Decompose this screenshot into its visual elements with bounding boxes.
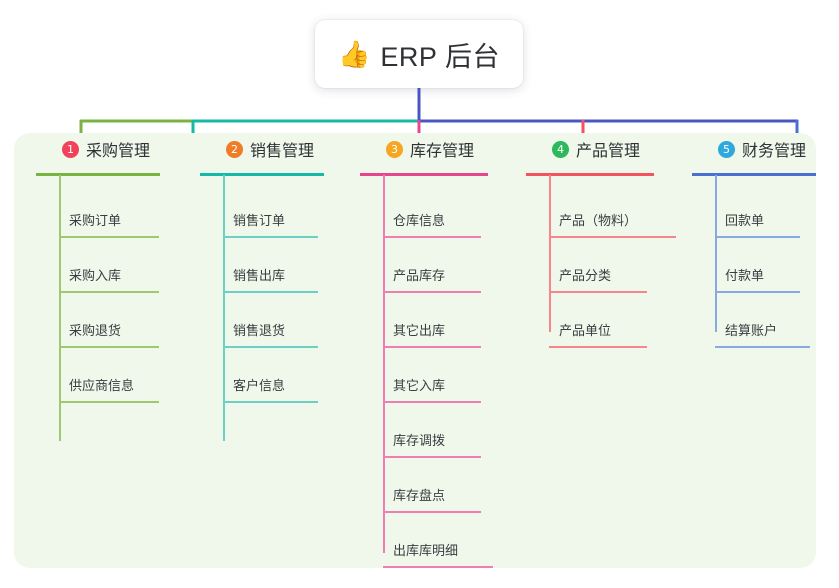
column-spine-3 [383,175,385,553]
child-rule [715,291,800,293]
column-header-5[interactable]: 5 财务管理 [692,133,839,165]
list-item[interactable]: 供应商信息 [59,348,159,403]
column-product: 4 产品管理 产品（物料） 产品分类 产品单位 [526,133,706,348]
column-rule-2 [200,173,324,176]
list-item[interactable]: 回款单 [715,183,800,238]
column-title-1: 采购管理 [86,143,151,160]
child-label: 结算账户 [725,323,778,338]
column-rule-5 [692,173,816,176]
child-rule [383,291,481,293]
child-label: 供应商信息 [69,378,135,393]
list-item[interactable]: 结算账户 [715,293,810,348]
child-rule [223,236,318,238]
list-item[interactable]: 付款单 [715,238,800,293]
child-label: 采购入库 [69,268,122,283]
child-rule [383,456,481,458]
list-item[interactable]: 产品库存 [383,238,481,293]
list-item[interactable]: 出库库明细 [383,513,493,568]
column-finance: 5 财务管理 回款单 付款单 结算账户 [692,133,839,348]
list-item[interactable]: 销售出库 [223,238,318,293]
column-spine-1 [59,175,61,441]
child-rule [383,511,481,513]
column-title-2: 销售管理 [250,143,315,160]
column-header-3[interactable]: 3 库存管理 [360,133,530,165]
child-label: 销售订单 [233,213,286,228]
root-node-content: 👍 ERP 后台 [338,35,500,74]
column-badge-2: 2 [226,140,243,158]
column-rule-3 [360,173,488,176]
child-rule [59,401,159,403]
child-label: 客户信息 [233,378,286,393]
child-label: 其它出库 [393,323,446,338]
list-item[interactable]: 采购入库 [59,238,159,293]
child-label: 库存调拨 [393,433,446,448]
child-label: 付款单 [725,268,765,283]
child-label: 销售退货 [233,323,286,338]
list-item[interactable]: 其它入库 [383,348,481,403]
list-item[interactable]: 采购退货 [59,293,159,348]
child-label: 产品单位 [559,323,612,338]
list-item[interactable]: 销售退货 [223,293,318,348]
child-label: 销售出库 [233,268,286,283]
list-item[interactable]: 产品单位 [549,293,647,348]
list-item[interactable]: 库存调拨 [383,403,481,458]
root-node-title: ERP 后台 [380,41,500,72]
list-item[interactable]: 产品分类 [549,238,647,293]
child-rule [223,346,318,348]
list-item[interactable]: 客户信息 [223,348,318,403]
child-rule [383,566,493,568]
column-spine-2 [223,175,225,441]
child-label: 仓库信息 [393,213,446,228]
child-rule [59,291,159,293]
column-purchasing: 1 采购管理 采购订单 采购入库 采购退货 供应商信息 [36,133,196,441]
column-spine-5 [715,175,717,332]
child-rule [59,346,159,348]
child-rule [59,236,159,238]
column-title-4: 产品管理 [576,143,641,160]
child-rule [383,236,481,238]
child-label: 出库库明细 [393,543,459,558]
child-label: 产品库存 [393,268,446,283]
list-item[interactable]: 仓库信息 [383,183,481,238]
child-label: 其它入库 [393,378,446,393]
column-title-3: 库存管理 [410,143,475,160]
column-title-5: 财务管理 [742,143,807,160]
child-label: 回款单 [725,213,765,228]
column-inventory: 3 库存管理 仓库信息 产品库存 其它出库 其它入库 [360,133,530,568]
list-item[interactable]: 采购订单 [59,183,159,238]
child-rule [223,291,318,293]
child-rule [549,236,676,238]
column-badge-1: 1 [62,140,79,158]
thumbs-up-icon: 👍 [338,39,371,69]
list-item[interactable]: 其它出库 [383,293,481,348]
column-sales: 2 销售管理 销售订单 销售出库 销售退货 客户信息 [200,133,360,441]
child-rule [383,346,481,348]
column-header-4[interactable]: 4 产品管理 [526,133,706,165]
child-label: 产品（物料） [559,213,638,228]
child-rule [383,401,481,403]
child-label: 采购退货 [69,323,122,338]
child-rule [715,236,800,238]
root-node[interactable]: 👍 ERP 后台 [315,20,523,88]
list-item[interactable]: 库存盘点 [383,458,481,513]
child-rule [549,291,647,293]
column-header-1[interactable]: 1 采购管理 [36,133,196,165]
child-label: 产品分类 [559,268,612,283]
column-container: 1 采购管理 采购订单 采购入库 采购退货 供应商信息 [14,133,816,568]
child-rule [715,346,810,348]
column-badge-5: 5 [718,140,735,158]
child-rule [549,346,647,348]
child-rule [223,401,318,403]
list-item[interactable]: 产品（物料） [549,183,676,238]
column-rule-4 [526,173,654,176]
column-badge-4: 4 [552,140,569,158]
child-label: 库存盘点 [393,488,446,503]
child-label: 采购订单 [69,213,122,228]
column-header-2[interactable]: 2 销售管理 [200,133,360,165]
content-panel [14,133,816,568]
column-badge-3: 3 [386,140,403,158]
column-spine-4 [549,175,551,332]
column-rule-1 [36,173,160,176]
list-item[interactable]: 销售订单 [223,183,318,238]
